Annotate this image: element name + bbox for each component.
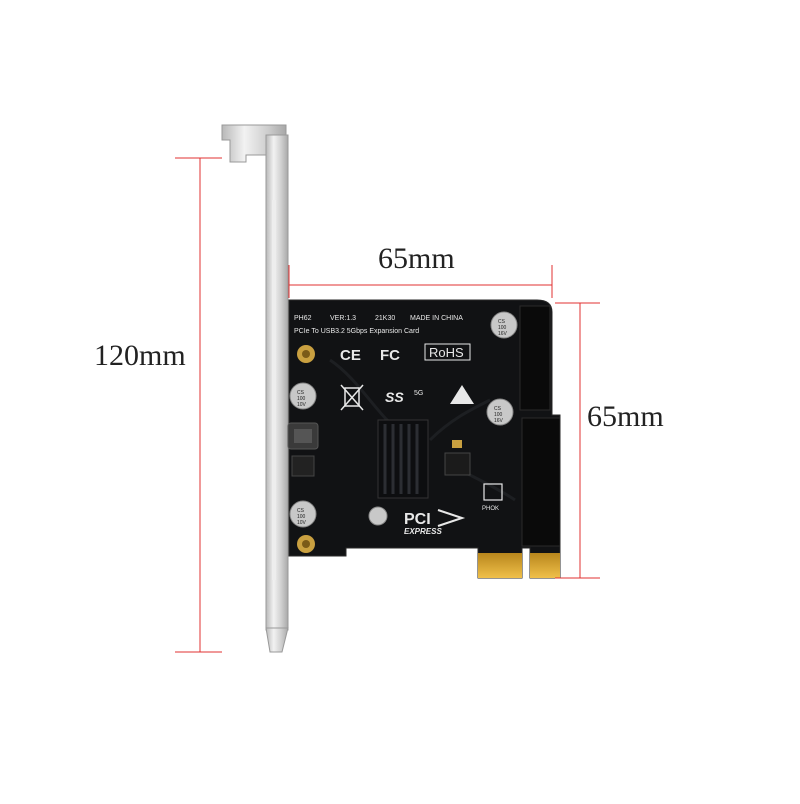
brand-text: PHOK [482,506,499,512]
mounting-holes [297,345,315,553]
usb-header-top [519,305,551,411]
cap-text: CS [498,319,506,325]
board-width-label: 65mm [378,242,455,275]
regulator-chip [291,455,315,477]
height-dimension-label: 120mm [94,339,186,372]
cap-text: CS [297,508,305,514]
cap-text: 16V [494,418,504,424]
capacitor-small [368,506,388,526]
pci-logo-text: PCI [404,511,431,528]
usb-speed: 5G [414,390,423,397]
silkscreen-text: PH62 VER:1.3 21K30 MADE IN CHINA PCIe To… [294,315,463,335]
cap-text: 10V [297,520,307,526]
pci-express-logo: PCI EXPRESS [404,509,466,536]
fc-mark: FC [380,347,400,364]
dimension-lines [175,157,600,653]
inductor [287,422,319,450]
capacitor-left-bottom: CS 100 10V [289,500,317,528]
usb-logo: SS [385,389,404,405]
date-code-text: 21K30 [375,315,395,322]
cap-text: 100 [494,412,503,418]
version-text: VER:1.3 [330,315,356,322]
gold-finger-connector [478,553,560,578]
cap-text: 100 [498,325,507,331]
cap-text: CS [297,390,305,396]
cap-text: 16V [498,331,508,337]
capacitor-right-bottom: CS 100 16V [486,398,514,426]
cap-text: 100 [297,514,306,520]
board-height-label: 65mm [587,400,664,433]
capacitor-right-top: CS 100 16V [490,311,518,339]
esd-warning-icon [450,385,474,404]
eeprom-chip [444,440,471,476]
usb-header-bottom [521,417,561,547]
pci-express-text: EXPRESS [404,527,442,536]
heatsink [377,419,429,499]
ce-mark: CE [340,347,361,364]
rohs-box [424,343,471,361]
weee-icon [340,384,364,411]
capacitor-left-top: CS 100 10V [289,382,317,410]
model-text: PH62 [294,315,312,322]
cap-text: 100 [297,396,306,402]
rohs-mark: RoHS [429,345,464,360]
origin-text: MADE IN CHINA [410,315,463,322]
description-text: PCIe To USB3.2 5Gbps Expansion Card [294,328,419,335]
cap-text: CS [494,406,502,412]
metal-bracket [221,124,289,653]
usb-superspeed-logo: SS 5G [385,389,423,405]
cap-text: 10V [297,402,307,408]
certification-marks: CE FC RoHS [340,343,471,364]
brand-logo: PHOK [482,483,503,512]
